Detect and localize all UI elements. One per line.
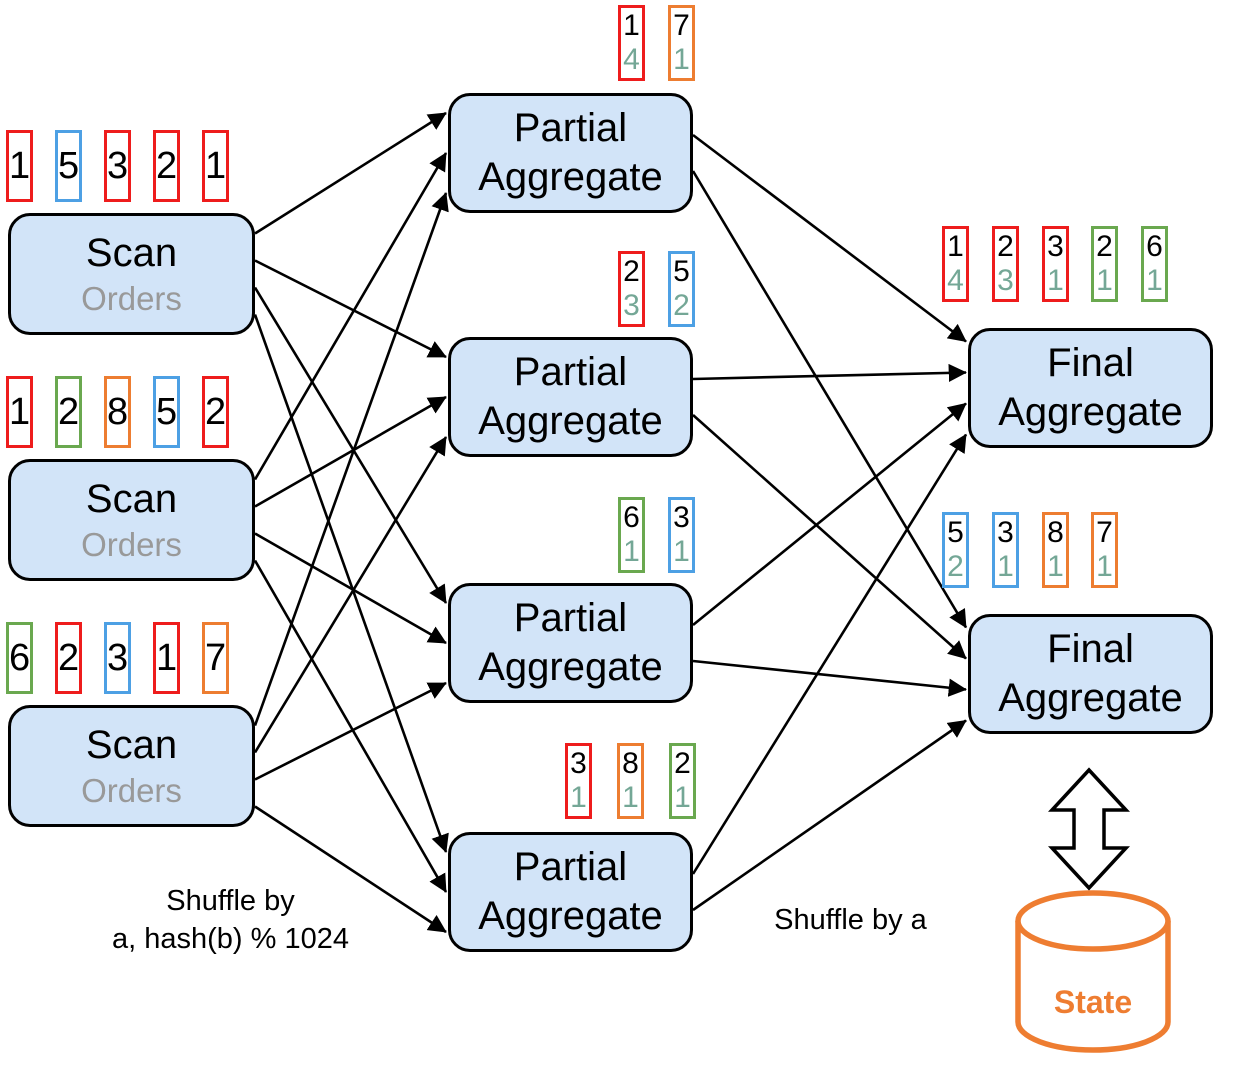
edge-arrow: [692, 659, 967, 697]
edge-arrow: [691, 433, 968, 875]
state-cylinder-icon: [1015, 890, 1171, 1053]
edge-arrow: [692, 133, 967, 343]
edge-arrow: [692, 719, 967, 912]
edge-arrow: [253, 436, 448, 754]
shuffle-left-label: Shuffle by a, hash(b) % 1024: [58, 882, 403, 958]
edge-arrow: [691, 170, 968, 629]
edge-arrow: [253, 286, 448, 604]
edge-arrow: [253, 559, 448, 893]
edge-arrow: [254, 805, 447, 934]
edge-arrow: [253, 192, 449, 726]
edge-arrow: [254, 532, 447, 645]
bidirectional-arrow-icon: [1047, 767, 1131, 891]
shuffle-right-label: Shuffle by a: [774, 904, 927, 936]
shuffle-left-line1: Shuffle by: [166, 885, 295, 917]
edge-arrow: [253, 152, 448, 481]
shuffle-left-line2: a, hash(b) % 1024: [112, 923, 349, 955]
edge-arrow: [253, 314, 449, 853]
state-cylinder-label: State: [1053, 984, 1133, 1020]
edge-arrow: [254, 259, 447, 359]
edge-arrow: [254, 395, 447, 508]
edge-arrow: [254, 111, 447, 235]
edge-arrow: [692, 402, 967, 627]
edge-arrow: [254, 681, 447, 781]
edge-arrow: [692, 363, 967, 383]
edge-arrow: [692, 414, 967, 660]
